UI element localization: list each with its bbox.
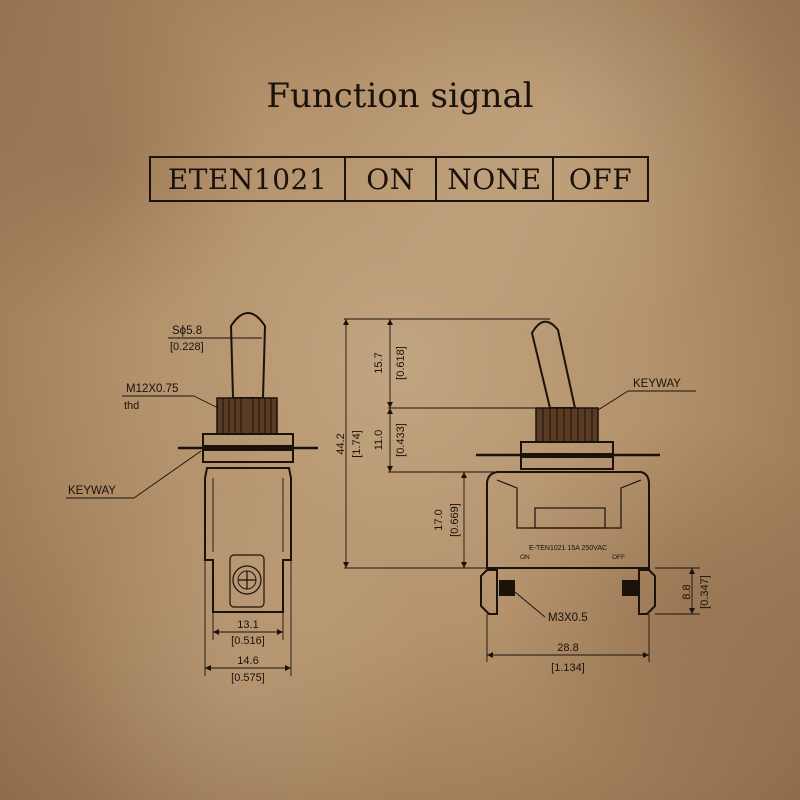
side-nut xyxy=(202,433,294,447)
signal-cell-on: ON xyxy=(346,158,437,200)
page-title: Function signal xyxy=(266,76,534,116)
terminal-screw-icon xyxy=(232,565,262,595)
side-keyway-label: KEYWAY xyxy=(68,485,116,497)
lever-height-inch: [0.618] xyxy=(395,346,407,380)
front-body-label: E-TEN1021 15A 250VAC xyxy=(529,545,607,552)
side-view: Sϕ5.8 [0.228] M12X0.75 thd KEYWAY 13.1 [… xyxy=(66,312,318,684)
front-body-window xyxy=(534,507,606,529)
front-body xyxy=(486,471,650,569)
front-terminal-left xyxy=(480,569,498,615)
lever-diameter-label: Sϕ5.8 xyxy=(172,325,202,337)
front-nut xyxy=(520,441,614,455)
side-lock-nut xyxy=(202,449,294,463)
front-lever xyxy=(530,320,577,409)
total-height-inch: [1.74] xyxy=(351,430,363,458)
front-keyway-label: KEYWAY xyxy=(633,378,681,390)
side-bushing-thread xyxy=(216,397,278,435)
terminal-height-label: 8.8 xyxy=(681,584,693,599)
terminal-height-inch: [0.347] xyxy=(699,575,711,609)
front-view: E-TEN1021 15A 250VAC ON OFF KEYWAY M3X0.… xyxy=(335,318,711,674)
front-lock-nut xyxy=(520,456,614,470)
front-on-label: ON xyxy=(520,554,530,561)
body-height-inch: [0.669] xyxy=(449,503,461,537)
body-height-label: 17.0 xyxy=(433,509,445,530)
front-terminal-right xyxy=(638,569,656,615)
thread-sub-label: thd xyxy=(124,400,139,412)
side-width-inner: 13.1 xyxy=(237,619,258,631)
overall-width-inch: [1.134] xyxy=(551,662,585,674)
function-signal-table: ETEN1021 ON NONE OFF xyxy=(149,156,649,202)
screw-left-icon xyxy=(499,580,515,596)
screw-right-icon xyxy=(622,580,638,596)
overall-width-label: 28.8 xyxy=(557,642,578,654)
signal-cell-none: NONE xyxy=(437,158,554,200)
screw-label: M3X0.5 xyxy=(548,612,588,624)
side-width-outer: 14.6 xyxy=(237,655,258,667)
side-width-inner-inch: [0.516] xyxy=(231,635,265,647)
side-terminal xyxy=(229,554,265,608)
lever-diameter-inch: [0.228] xyxy=(170,341,204,353)
side-lever xyxy=(229,312,267,399)
bushing-height-label: 11.0 xyxy=(373,430,385,451)
signal-cell-off: OFF xyxy=(568,162,633,196)
thread-label: M12X0.75 xyxy=(126,383,178,395)
lever-height-label: 15.7 xyxy=(373,352,385,373)
front-bushing-thread xyxy=(535,407,599,443)
bushing-height-inch: [0.433] xyxy=(395,423,407,457)
front-off-label: OFF xyxy=(612,554,625,561)
total-height-label: 44.2 xyxy=(335,433,347,454)
side-body xyxy=(204,467,292,613)
signal-cell-model: ETEN1021 xyxy=(151,158,346,200)
side-width-outer-inch: [0.575] xyxy=(231,672,265,684)
